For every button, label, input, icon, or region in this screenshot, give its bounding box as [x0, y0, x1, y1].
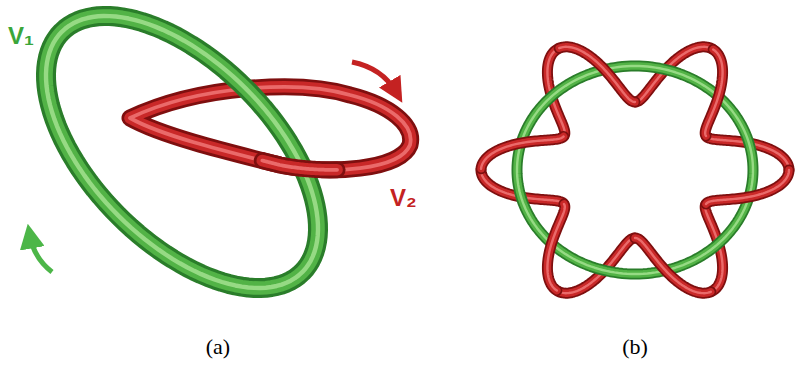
hopf-link [30, 16, 411, 288]
circulation-arrow [30, 236, 52, 272]
helix-tube-front [705, 49, 722, 136]
helix-tube-front [559, 47, 635, 102]
circulation-arrow [352, 62, 396, 92]
helix-tube-front [547, 204, 564, 291]
vortex-tube-crossing [262, 161, 337, 170]
helix-tube-front [481, 136, 564, 168]
vortex-tube-v1 [46, 16, 318, 288]
vortex-name: V₂ [390, 186, 417, 210]
panel-label: (a) [206, 336, 230, 358]
helix-tube-front [706, 170, 789, 204]
panel-label: (b) [622, 336, 648, 358]
vortex-name: V₁ [8, 24, 34, 48]
helix-tube-front [635, 238, 711, 293]
helical-link [481, 47, 789, 293]
